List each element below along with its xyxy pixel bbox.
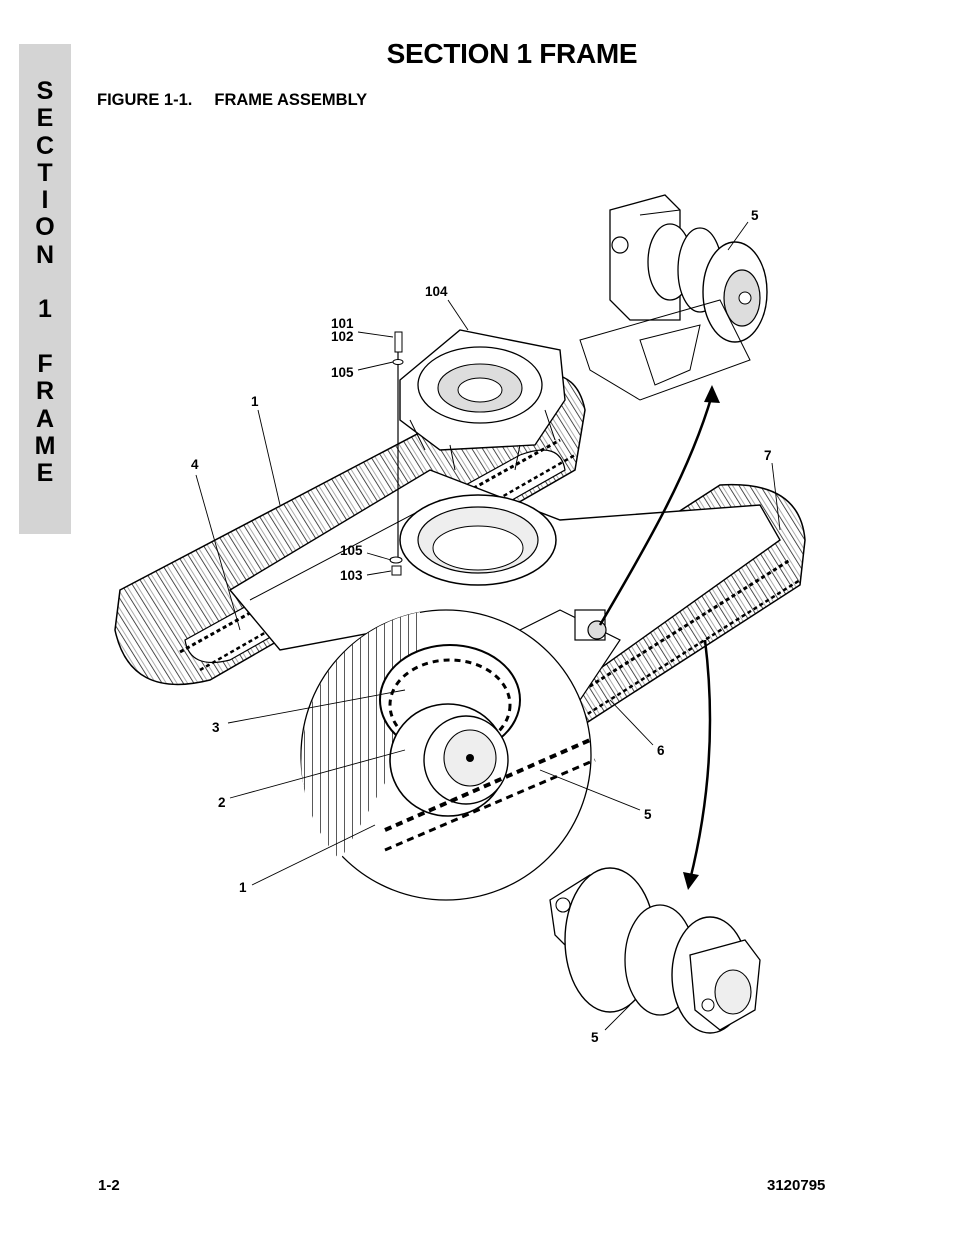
section-tab-letter: E bbox=[36, 459, 54, 488]
section-tab-letter: 1 bbox=[38, 295, 52, 324]
callout-103: 103 bbox=[340, 568, 363, 583]
section-tab-letter: S bbox=[36, 77, 54, 105]
bolt-stack bbox=[389, 331, 404, 576]
callout-3: 3 bbox=[212, 720, 220, 735]
callout-1-track-upper: 1 bbox=[251, 394, 259, 409]
section-tab-letter: O bbox=[35, 213, 55, 242]
figure-label: FIGURE 1-1. bbox=[97, 91, 193, 109]
document-number: 3120795 bbox=[767, 1177, 826, 1194]
section-tab-letter: F bbox=[37, 349, 53, 378]
section-tab-letter: M bbox=[34, 431, 56, 460]
callout-2: 2 bbox=[218, 795, 226, 810]
section-tab-letter: I bbox=[41, 186, 49, 215]
callout-1-track-lower: 1 bbox=[239, 880, 247, 895]
callout-5-middle: 5 bbox=[644, 807, 652, 822]
callout-105-upper: 105 bbox=[331, 365, 354, 380]
turntable-bearing bbox=[399, 329, 566, 471]
lower-roller-detail bbox=[549, 867, 761, 1034]
callout-5-lower-roller: 5 bbox=[591, 1030, 599, 1045]
callout-104: 104 bbox=[425, 284, 448, 299]
section-tab-letter: C bbox=[35, 131, 55, 160]
section-tab-letter: N bbox=[35, 240, 55, 269]
callout-105-lower: 105 bbox=[340, 543, 363, 558]
figure-caption: FIGURE 1-1. FRAME ASSEMBLY bbox=[97, 91, 367, 110]
page-number: 1-2 bbox=[98, 1177, 120, 1194]
section-tab-letter: E bbox=[36, 104, 54, 133]
callout-6: 6 bbox=[657, 743, 665, 758]
section-tab-letter: R bbox=[35, 377, 55, 406]
detail-arrows bbox=[598, 385, 720, 890]
upper-roller-detail bbox=[579, 194, 768, 401]
callout-labels: 5 104 101 102 105 1 4 7 105 103 3 6 2 5 … bbox=[191, 208, 772, 1045]
section-tab-letter: T bbox=[37, 158, 53, 187]
callout-101: 101 bbox=[331, 316, 354, 331]
leader-lines bbox=[195, 221, 781, 1031]
callout-4: 4 bbox=[191, 457, 199, 472]
section-tab-letter: A bbox=[35, 404, 55, 433]
callout-5-upper-roller: 5 bbox=[751, 208, 759, 223]
callout-102: 102 bbox=[331, 329, 354, 344]
figure-title: FRAME ASSEMBLY bbox=[214, 91, 368, 109]
section-title: SECTION 1 FRAME bbox=[386, 38, 638, 69]
drive-motor-detail bbox=[300, 609, 596, 901]
callout-7: 7 bbox=[764, 448, 772, 463]
